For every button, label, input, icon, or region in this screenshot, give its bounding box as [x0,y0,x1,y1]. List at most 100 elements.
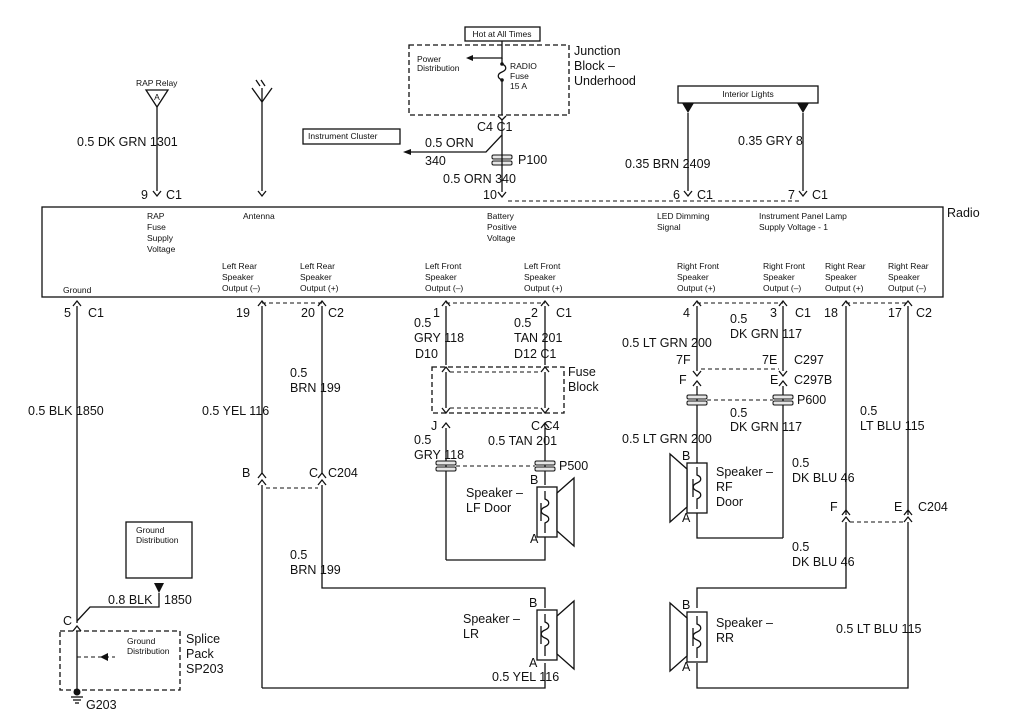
wire-200-upper: 0.5 LT GRN 200 [622,336,712,350]
splice-pack-label-3: SP203 [186,662,224,676]
speaker-lr-icon [536,599,575,671]
ground-circuit: 0.5 BLK 1850 C Ground Distribution 0.8 B… [28,299,224,712]
antenna-icon [255,79,266,87]
wire-117-upper-size: 0.5 [730,312,747,326]
wire-201-lower: 0.5 TAN 201 [488,434,557,448]
junction-block-box [408,44,570,116]
connector-p600: P600 [797,393,826,407]
interior-lights-box [677,85,819,104]
wire-46-upper: DK BLU 46 [792,471,855,485]
rf-plus-label-1: Right Front [677,261,720,271]
lf-pin-b: B [530,473,538,487]
splice-pin-c: C [63,614,72,628]
led-label-2: Signal [657,222,681,232]
wire-115-upper: LT BLU 115 [860,419,925,433]
wire-199-lower-size: 0.5 [290,548,307,562]
radio-box [41,206,944,298]
c204-pin-f: F [830,500,838,514]
lf-plus-label-1: Left Front [524,261,561,271]
wire-201-upper: TAN 201 [514,331,562,345]
wire-340-number-upper: 340 [425,154,446,168]
battery-label-3: Voltage [487,233,516,243]
lf-plus-label-3: Output (+) [524,283,563,293]
wire-117-upper: DK GRN 117 [730,327,802,341]
rr-pin-b: B [682,598,690,612]
rap-fuse-label-1: RAP [147,211,165,221]
c204-pin-c: C [309,466,318,480]
battery-label-1: Battery [487,211,515,221]
lf-plus-label-2: Speaker [524,272,556,282]
wire-199-upper-size: 0.5 [290,366,307,380]
junction-block-label-1: Junction [574,44,621,58]
lr-plus-label-1: Left Rear [300,261,335,271]
splice-pack-label-1: Splice [186,632,220,646]
connector-c1-pin7: C1 [812,188,828,202]
radio-fuse-label-1: RADIO [510,61,537,71]
rap-fuse-label-2: Fuse [147,222,166,232]
speaker-rf-label-1: Speaker – [716,465,773,479]
wire-199-upper: BRN 199 [290,381,341,395]
pin-10: 10 [483,188,497,202]
lf-pin-a: A [530,532,539,546]
connector-c2-right: C2 [916,306,932,320]
pin-4: 4 [683,306,690,320]
pin-1: 1 [433,306,440,320]
rf-plus-label-2: Speaker [677,272,709,282]
wire-1850: 0.5 BLK 1850 [28,404,104,418]
connector-7f: 7F [676,353,691,367]
wire-46-lower: DK BLU 46 [792,555,855,569]
ground-label: Ground [63,285,92,295]
rr-minus-label-2: Speaker [888,272,920,282]
wire-115-upper-size: 0.5 [860,404,877,418]
pin-9: 9 [141,188,148,202]
rap-relay: RAP Relay A 0.5 DK GRN 1301 9 C1 [77,78,182,202]
lf-minus-label-1: Left Front [425,261,462,271]
lr-pin-b: B [529,596,537,610]
right-rear-circuit: 0.5 LT BLU 115 0.5 DK BLU 46 F E C204 0.… [669,299,948,689]
instrument-cluster-label: Instrument Cluster [308,131,378,141]
wire-117-lower-size: 0.5 [730,406,747,420]
rf-pin-b: B [682,449,690,463]
rap-fuse-label-4: Voltage [147,244,176,254]
connector-c1-pin2: C1 [556,306,572,320]
connector-c4-c1: C4 C1 [477,120,512,134]
connector-c1-pin5: C1 [88,306,104,320]
rf-pin-a: A [682,511,691,525]
pin-19: 19 [236,306,250,320]
ground-distribution-box [125,521,193,579]
speaker-rr-icon [669,601,708,673]
connector-c1-pin9: C1 [166,188,182,202]
instrument-cluster-box [302,128,401,145]
pin-18: 18 [824,306,838,320]
speaker-lr-label-2: LR [463,627,479,641]
wire-199-lower: BRN 199 [290,563,341,577]
connector-p100: P100 [518,153,547,167]
junction-block-label-3: Underhood [574,74,636,88]
connector-p500: P500 [559,459,588,473]
lr-pin-a: A [529,656,538,670]
wire-1850-splice-number: 1850 [164,593,192,607]
rr-minus-label-1: Right Rear [888,261,929,271]
interior-lights-label: Interior Lights [722,89,774,99]
left-front-circuit: 0.5 GRY 118 0.5 TAN 201 D10 D12 C1 Fuse … [414,299,599,561]
speaker-rf-icon [669,452,708,524]
fuse-block-label-2: Block [568,380,599,394]
lf-minus-label-3: Output (–) [425,283,463,293]
wire-116-upper: 0.5 YEL 116 [202,404,269,418]
rf-minus-label-2: Speaker [763,272,795,282]
wire-118-upper-size: 0.5 [414,316,431,330]
lr-minus-label-3: Output (–) [222,283,260,293]
rap-fuse-label-3: Supply [147,233,174,243]
wire-118-upper: GRY 118 [414,331,464,345]
pin-6: 6 [673,188,680,202]
connector-c1-pin3: C1 [795,306,811,320]
ipl-label-1: Instrument Panel Lamp [759,211,847,221]
rr-plus-label-3: Output (+) [825,283,864,293]
led-label-1: LED Dimming [657,211,710,221]
junction-block-label-2: Block – [574,59,615,73]
wire-200-lower: 0.5 LT GRN 200 [622,432,712,446]
wire-118-lower-size: 0.5 [414,433,431,447]
connector-c1-pin6: C1 [697,188,713,202]
wire-8: 0.35 GRY 8 [738,134,803,148]
wire-340-lower: 0.5 ORN 340 [443,172,516,186]
